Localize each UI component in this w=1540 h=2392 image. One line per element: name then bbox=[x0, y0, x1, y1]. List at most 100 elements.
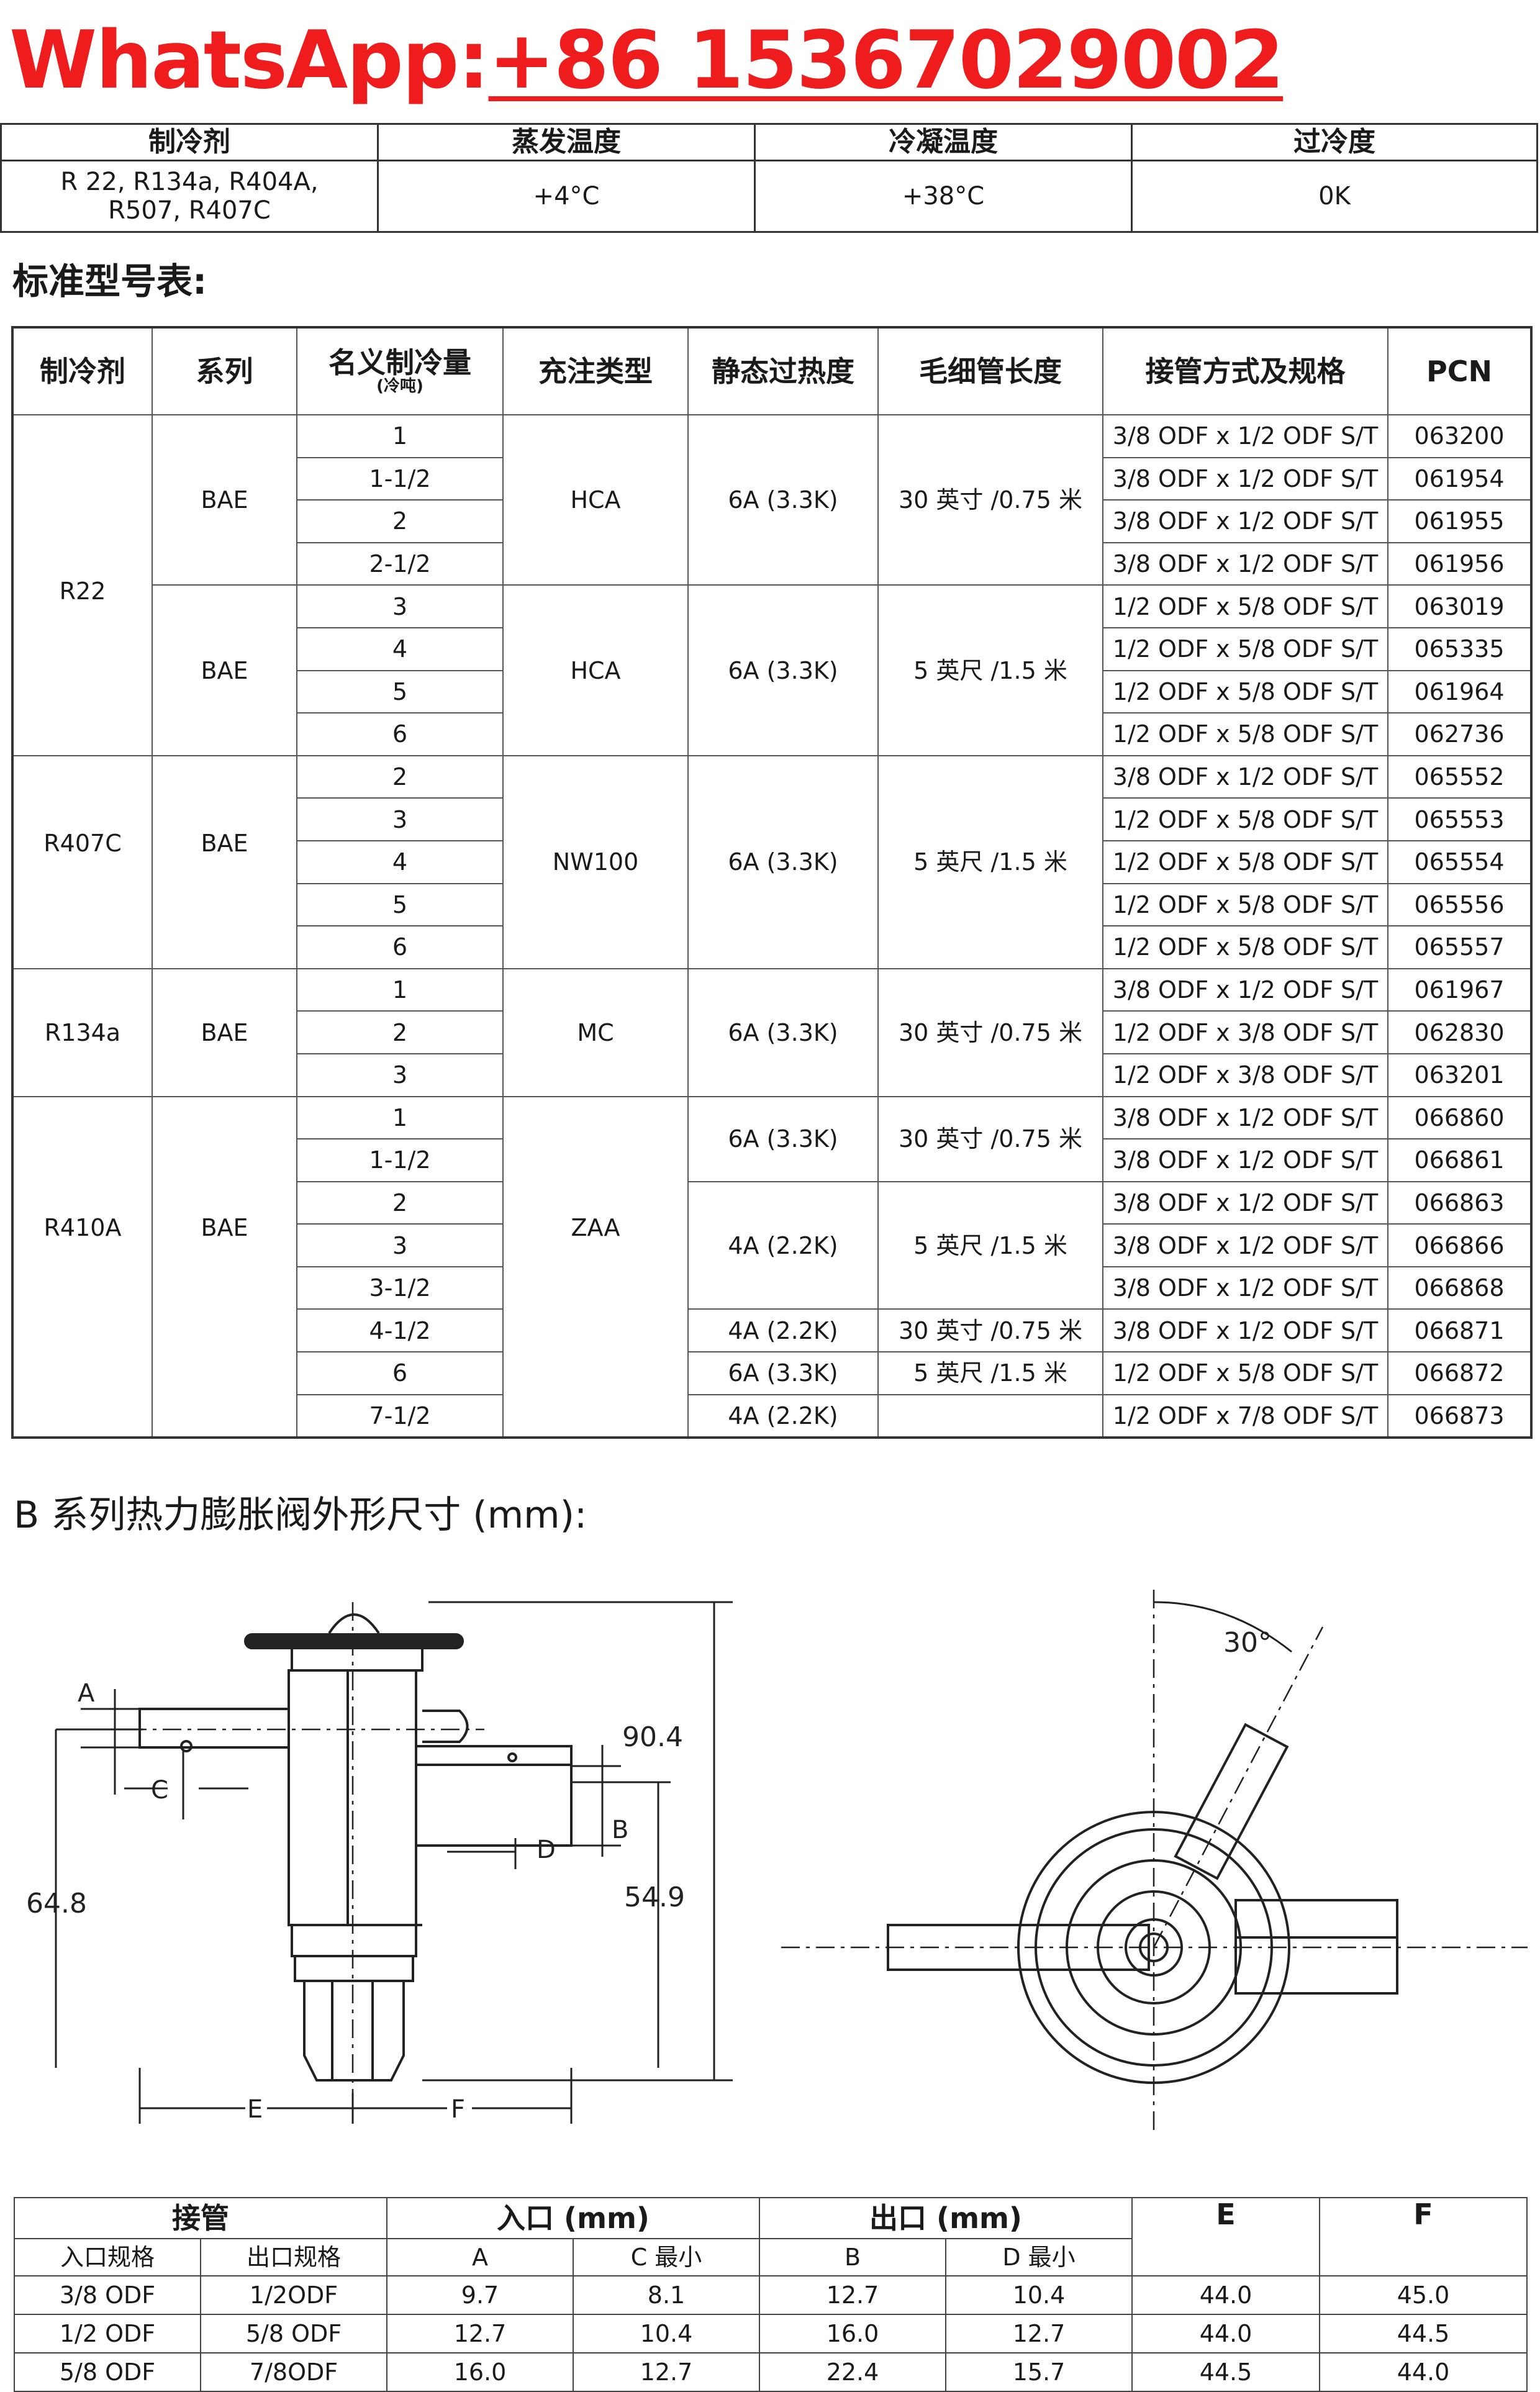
dimension-table: 接管 入口 (mm) 出口 (mm) E F 入口规格 出口规格 A C 最小 … bbox=[14, 2197, 1528, 2392]
capacity-cell: 1 bbox=[296, 414, 504, 458]
table-cell: 45.0 bbox=[1319, 2275, 1528, 2315]
table-cell: 9.7 bbox=[386, 2275, 574, 2315]
pcn-cell: 066860 bbox=[1387, 1095, 1532, 1140]
cell-subcooling: 0K bbox=[1131, 160, 1538, 233]
table-cell: 22.4 bbox=[759, 2352, 946, 2392]
table-row: R410A BAE 1 ZAA 6A (3.3K) 30 英寸 /0.75 米 … bbox=[12, 1095, 1532, 1439]
series-cell: BAE bbox=[152, 1095, 297, 1439]
conditions-table: 制冷剂 蒸发温度 冷凝温度 过冷度 R 22, R134a, R404A, R5… bbox=[0, 123, 1538, 233]
table-row: 6 6A (3.3K) 5 英尺 /1.5 米 1/2 ODF x 5/8 OD… bbox=[12, 1351, 1532, 1395]
connection-cell: 3/8 ODF x 1/2 ODF S/T bbox=[1102, 1138, 1388, 1182]
table-cell: 44.0 bbox=[1319, 2352, 1528, 2392]
capillary-cell bbox=[877, 1393, 1103, 1439]
table-cell: 44.0 bbox=[1131, 2314, 1320, 2353]
whatsapp-label: WhatsApp: bbox=[9, 14, 490, 107]
dimension-lines bbox=[55, 1601, 733, 2124]
connection-cell: 3/8 ODF x 1/2 ODF S/T bbox=[1102, 1308, 1388, 1353]
header-d-min: D 最小 bbox=[945, 2238, 1133, 2276]
pcn-cell: 065557 bbox=[1387, 925, 1532, 969]
capacity-cell: 2 bbox=[296, 754, 504, 799]
connection-cell: 1/2 ODF x 5/8 ODF S/T bbox=[1102, 669, 1388, 714]
pcn-cell: 065553 bbox=[1387, 797, 1532, 841]
header-b: B bbox=[759, 2238, 946, 2276]
connection-cell: 3/8 ODF x 1/2 ODF S/T bbox=[1102, 541, 1388, 586]
table-cell: 10.4 bbox=[573, 2314, 760, 2353]
pcn-cell: 065554 bbox=[1387, 840, 1532, 884]
connection-cell: 1/2 ODF x 5/8 ODF S/T bbox=[1102, 627, 1388, 671]
pcn-cell: 061956 bbox=[1387, 541, 1532, 586]
table-cell: 3/8 ODF bbox=[14, 2275, 201, 2315]
capacity-cell: 6 bbox=[296, 1351, 504, 1395]
pcn-cell: 066873 bbox=[1387, 1393, 1532, 1439]
dim-label-inlet-height: 64.8 bbox=[26, 1888, 87, 1919]
capacity-cell: 3-1/2 bbox=[296, 1266, 504, 1310]
connection-cell: 1/2 ODF x 3/8 ODF S/T bbox=[1102, 1053, 1388, 1097]
capillary-cell: 30 英寸 /0.75 米 bbox=[877, 1095, 1103, 1182]
header-connection: 接管方式及规格 bbox=[1102, 327, 1388, 415]
charge-cell: MC bbox=[502, 967, 689, 1097]
superheat-cell: 6A (3.3K) bbox=[687, 754, 879, 969]
valve-top-view bbox=[781, 1590, 1528, 2130]
connection-cell: 3/8 ODF x 1/2 ODF S/T bbox=[1102, 754, 1388, 799]
capacity-cell: 1-1/2 bbox=[296, 1138, 504, 1182]
series-cell: BAE bbox=[152, 967, 297, 1097]
capacity-cell: 2 bbox=[296, 1010, 504, 1054]
dim-label-c: C bbox=[151, 1776, 168, 1805]
superheat-cell: 6A (3.3K) bbox=[687, 967, 879, 1097]
capacity-cell: 5 bbox=[296, 669, 504, 714]
connection-cell: 3/8 ODF x 1/2 ODF S/T bbox=[1102, 414, 1388, 458]
header-cond-temp: 冷凝温度 bbox=[754, 123, 1133, 161]
connection-cell: 3/8 ODF x 1/2 ODF S/T bbox=[1102, 499, 1388, 543]
pcn-cell: 065556 bbox=[1387, 882, 1532, 927]
capillary-cell: 5 英尺 /1.5 米 bbox=[877, 1351, 1103, 1395]
charge-cell: HCA bbox=[502, 414, 689, 586]
table-cell: 16.0 bbox=[386, 2352, 574, 2392]
valve-side-view bbox=[93, 1602, 573, 2099]
table-cell: 1/2ODF bbox=[200, 2275, 387, 2315]
connection-cell: 3/8 ODF x 1/2 ODF S/T bbox=[1102, 1095, 1388, 1140]
header-f: F bbox=[1319, 2197, 1528, 2276]
connection-cell: 1/2 ODF x 5/8 ODF S/T bbox=[1102, 925, 1388, 969]
pcn-cell: 061967 bbox=[1387, 967, 1532, 1012]
header-capacity: 名义制冷量(冷吨) bbox=[296, 327, 504, 415]
dim-label-e: E bbox=[247, 2095, 263, 2124]
table-cell: 8.1 bbox=[573, 2275, 760, 2315]
pcn-cell: 063201 bbox=[1387, 1053, 1532, 1097]
whatsapp-banner[interactable]: WhatsApp:+86 15367029002 bbox=[9, 6, 1285, 115]
header-e: E bbox=[1131, 2197, 1320, 2276]
whatsapp-number[interactable]: +86 15367029002 bbox=[488, 14, 1285, 107]
capacity-cell: 7-1/2 bbox=[296, 1393, 504, 1439]
superheat-cell: 4A (2.2K) bbox=[687, 1180, 879, 1310]
table-cell: 10.4 bbox=[945, 2275, 1133, 2315]
table-cell: 12.7 bbox=[573, 2352, 760, 2392]
table-cell: 44.5 bbox=[1131, 2352, 1320, 2392]
table-cell: 7/8ODF bbox=[200, 2352, 387, 2392]
header-connection: 接管 bbox=[14, 2197, 387, 2239]
connection-cell: 1/2 ODF x 5/8 ODF S/T bbox=[1102, 584, 1388, 628]
superheat-cell: 4A (2.2K) bbox=[687, 1393, 879, 1439]
pcn-cell: 066861 bbox=[1387, 1138, 1532, 1182]
refrigerant-cell: R22 bbox=[12, 414, 153, 756]
standard-model-table: 制冷剂 系列 名义制冷量(冷吨) 充注类型 静态过热度 毛细管长度 接管方式及规… bbox=[11, 326, 1533, 1439]
valve-dimension-drawing: 90.4 64.8 54.9 30° A C B D E F bbox=[26, 1590, 1528, 2130]
capacity-cell: 3 bbox=[296, 584, 504, 628]
header-evap-temp: 蒸发温度 bbox=[377, 123, 756, 161]
table-cell: 44.0 bbox=[1131, 2275, 1320, 2315]
charge-cell: HCA bbox=[502, 584, 689, 756]
pcn-cell: 066872 bbox=[1387, 1351, 1532, 1395]
table-cell: 12.7 bbox=[945, 2314, 1133, 2353]
table-row: 1/2 ODF 5/8 ODF 12.7 10.4 16.0 12.7 44.0… bbox=[14, 2314, 1528, 2353]
table-row: 4-1/2 4A (2.2K) 30 英寸 /0.75 米 3/8 ODF x … bbox=[12, 1308, 1532, 1353]
superheat-cell: 6A (3.3K) bbox=[687, 584, 879, 756]
series-cell: BAE bbox=[152, 754, 297, 969]
dim-label-total-height: 90.4 bbox=[622, 1721, 683, 1753]
